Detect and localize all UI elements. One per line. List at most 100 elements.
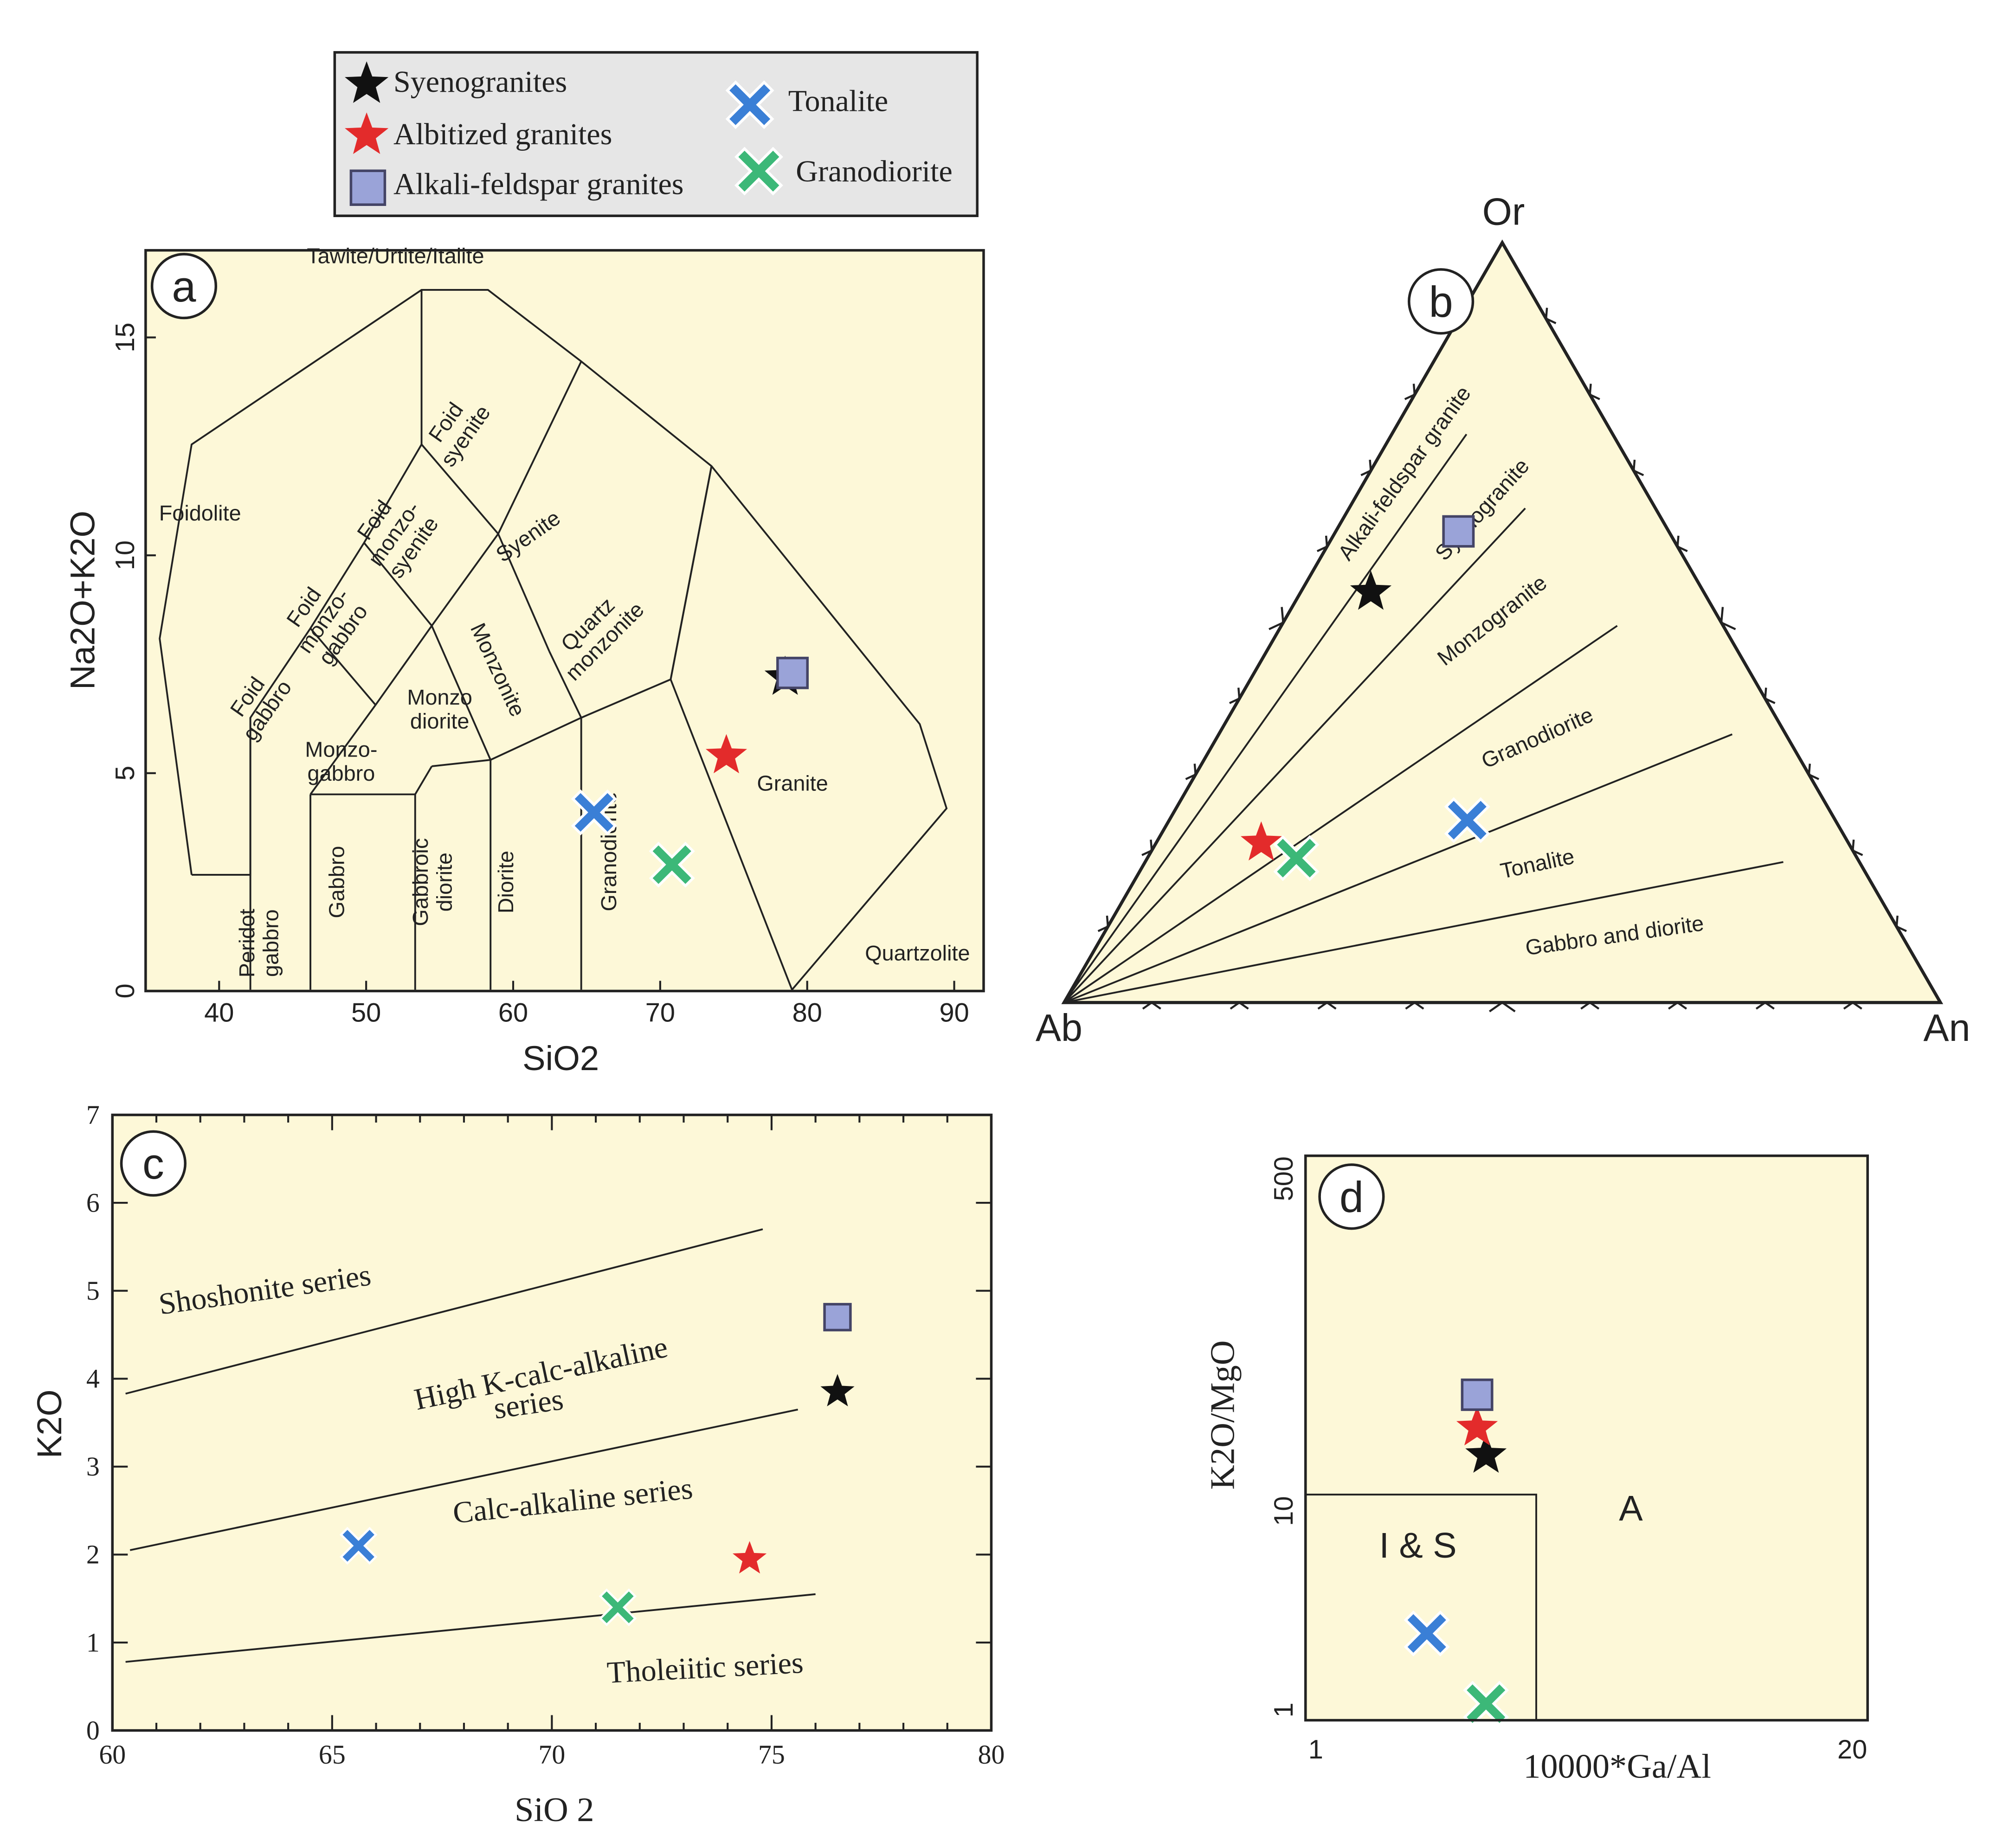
a-div-7 bbox=[548, 651, 582, 719]
panel-c-boundaries bbox=[125, 1228, 816, 1663]
ternary-tick bbox=[1755, 1001, 1775, 1010]
legend-symbol-1 bbox=[345, 112, 389, 154]
data-point bbox=[1465, 1433, 1507, 1473]
ternary-tick bbox=[1230, 1001, 1249, 1010]
ternary-tick bbox=[1808, 764, 1819, 780]
panel-b-field-lines bbox=[1063, 433, 1784, 1004]
y-tick-label: 0 bbox=[86, 1715, 100, 1745]
field-label: Gabbroicdiorite bbox=[408, 838, 456, 926]
y-tick-label: 1 bbox=[1269, 1702, 1299, 1717]
panel-c-badge bbox=[120, 1130, 187, 1197]
x-tick-label: 60 bbox=[498, 998, 528, 1028]
ternary-tick bbox=[1488, 1001, 1516, 1013]
legend-label-4: Granodiorite bbox=[796, 154, 953, 188]
a-div-8 bbox=[670, 466, 713, 680]
field-label: Diorite bbox=[494, 851, 518, 913]
legend-box bbox=[333, 51, 979, 218]
legend-label-2: Alkali-feldspar granites bbox=[393, 167, 684, 201]
field-label: Gabbro bbox=[325, 846, 349, 918]
legend-symbol-0 bbox=[345, 61, 389, 103]
ternary-tick bbox=[1229, 687, 1241, 704]
vertex-an: An bbox=[1923, 1006, 1970, 1049]
data-point bbox=[1444, 797, 1490, 843]
data-point bbox=[1442, 515, 1475, 548]
y-tick-label: 4 bbox=[86, 1364, 100, 1394]
ternary-tick bbox=[1317, 1001, 1337, 1010]
field-label: Tawite/Urtite/Italite bbox=[307, 244, 484, 268]
x-tick-label: 1 bbox=[1308, 1735, 1323, 1765]
y-tick-label: 15 bbox=[110, 322, 140, 352]
data-point bbox=[732, 1541, 767, 1574]
panel-a-frame bbox=[144, 249, 985, 993]
panel-c-plot-area bbox=[112, 1115, 992, 1731]
y-tick-label: 5 bbox=[86, 1276, 100, 1306]
ternary-tick bbox=[1589, 384, 1600, 400]
y-tick-label: 7 bbox=[86, 1100, 100, 1130]
data-point bbox=[820, 1374, 855, 1406]
data-point bbox=[823, 1303, 852, 1332]
ternary-tick bbox=[1405, 1001, 1424, 1010]
data-point bbox=[1456, 1406, 1498, 1446]
panel-d-letter: d bbox=[1340, 1173, 1364, 1221]
legend-symbol-4 bbox=[734, 147, 783, 196]
data-point bbox=[776, 656, 809, 689]
x-tick-label: 60 bbox=[99, 1739, 126, 1770]
panel-c-ylabel: K2O bbox=[30, 1389, 69, 1458]
x-tick-label: 80 bbox=[978, 1739, 1005, 1770]
ternary-tick bbox=[1404, 384, 1416, 400]
vertex-or: Or bbox=[1482, 190, 1525, 233]
ternary-tick bbox=[1668, 1001, 1687, 1010]
b-line-1 bbox=[1063, 433, 1468, 1003]
field-label: Monzo-gabbro bbox=[305, 738, 377, 785]
legend: Syenogranites Albitized granites Alkali-… bbox=[333, 51, 979, 218]
y-tick-label: 0 bbox=[110, 983, 140, 998]
legend-label-3: Tonalite bbox=[788, 84, 889, 118]
a-div-9 bbox=[670, 679, 793, 990]
a-div-16 bbox=[432, 759, 491, 767]
panel-b-letter: b bbox=[1429, 277, 1453, 326]
panel-a-badge bbox=[150, 253, 218, 320]
ternary-tick bbox=[1632, 459, 1644, 476]
panel-d-frame bbox=[1304, 1154, 1869, 1722]
ternary-tick bbox=[1141, 840, 1153, 856]
panel-d-plot-area bbox=[1305, 1155, 1868, 1720]
series-boundary bbox=[129, 1408, 799, 1551]
x-tick-label: 65 bbox=[319, 1739, 346, 1770]
data-point bbox=[1463, 1681, 1509, 1727]
y-tick-label: 5 bbox=[110, 766, 140, 781]
series-boundary bbox=[125, 1228, 763, 1395]
field-label: I & S bbox=[1379, 1526, 1457, 1566]
panel-b-ternary: Alkali-feldspar granite Syenogranite Mon… bbox=[1036, 190, 1970, 1049]
field-label: Granite bbox=[757, 771, 828, 796]
ternary-tick bbox=[1580, 1001, 1600, 1010]
a-outer-left bbox=[159, 289, 948, 990]
x-tick-label: 20 bbox=[1837, 1735, 1867, 1765]
y-tick-label: 6 bbox=[86, 1187, 100, 1218]
panel-c-frame bbox=[111, 1113, 993, 1732]
panel-a-tas: Tawite/Urtite/ItaliteFoidoliteFoidsyenit… bbox=[64, 244, 985, 1078]
a-div-6 bbox=[497, 533, 550, 652]
x-tick-label: 80 bbox=[792, 998, 822, 1028]
y-tick-label: 2 bbox=[86, 1540, 100, 1570]
panel-d-ylabel: K2O/MgO bbox=[1204, 1340, 1242, 1489]
panel-a-plot-area bbox=[145, 250, 984, 991]
ternary-tick bbox=[1720, 607, 1736, 630]
y-tick-label: 500 bbox=[1269, 1156, 1299, 1201]
legend-symbols bbox=[345, 61, 783, 206]
data-point bbox=[339, 1527, 378, 1565]
panel-a-ylabel: Na2O+K2O bbox=[64, 511, 102, 690]
data-point bbox=[1273, 835, 1320, 881]
b-line-3 bbox=[1063, 625, 1618, 1003]
y-tick-label: 10 bbox=[1269, 1496, 1299, 1526]
x-tick-label: 40 bbox=[204, 998, 234, 1028]
legend-label-0: Syenogranites bbox=[393, 65, 567, 99]
x-tick-label: 70 bbox=[538, 1739, 565, 1770]
y-tick-label: 1 bbox=[86, 1627, 100, 1657]
ternary-tick bbox=[1142, 1001, 1161, 1010]
panel-d-xlabel: 10000*Ga/Al bbox=[1523, 1747, 1711, 1785]
x-tick-label: 70 bbox=[645, 998, 675, 1028]
data-point bbox=[649, 841, 695, 888]
